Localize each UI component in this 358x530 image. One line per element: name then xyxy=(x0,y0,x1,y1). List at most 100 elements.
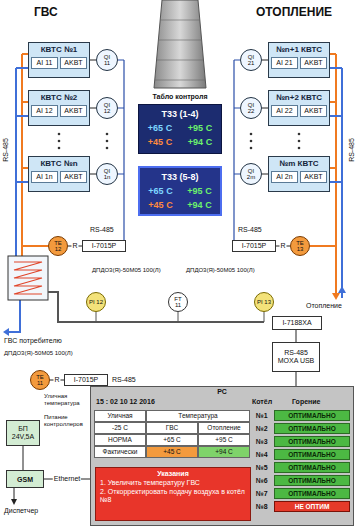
module-box: I-7015P xyxy=(232,240,276,252)
text-label: ОТОПЛЕНИЕ xyxy=(256,6,332,20)
node-text: +95 C xyxy=(182,122,218,134)
node-title: №m КВТС xyxy=(271,159,327,169)
table-cell: -25 C xyxy=(94,422,146,434)
node-text: +94 C xyxy=(182,136,218,148)
node-text: AI 11 xyxy=(31,57,58,69)
continuation-dots xyxy=(298,133,301,136)
node-title: FT 11 xyxy=(171,296,185,308)
flow-sensor: FT 11 xyxy=(168,292,188,312)
node-title: БП 24V,5A xyxy=(9,425,37,441)
node-text: AI 1n xyxy=(31,171,58,183)
text-label: Отопление xyxy=(306,302,342,310)
node-title: QI 2m xyxy=(244,168,258,180)
text-label: ДПДО3(Я)-50М05 100(Л) xyxy=(92,267,161,274)
text-label: ГВС xyxy=(34,6,58,20)
heat-exchanger xyxy=(8,256,48,300)
status-badge: НЕ ОПТИМ xyxy=(274,501,350,512)
boiler-box: КВТС №2AI 12AKBT xyxy=(28,90,90,126)
boiler-box: КВТС №1 AI 11AKBT xyxy=(28,42,90,78)
display-panel: Т33 (1-4)+65 C+95 C+45 C+94 C xyxy=(138,104,222,154)
sensor-circle: QI 11 xyxy=(96,49,118,71)
pressure-sensor: PI 12 xyxy=(86,292,106,312)
node-title: I-7015P xyxy=(92,242,117,250)
instruction-box: Указания1. Увеличить температуру ГВС2. О… xyxy=(95,467,251,521)
text-label: №3 xyxy=(256,436,268,447)
rs485-bus xyxy=(118,60,124,240)
text-label: Питание контроллеров xyxy=(44,414,88,428)
pressure-sensor: PI 13 xyxy=(254,292,274,312)
text-label: ГВС потребителю xyxy=(4,337,62,345)
chimney xyxy=(155,20,205,80)
table-cell: ГВС xyxy=(146,422,198,434)
text-label: RS-485 xyxy=(90,226,114,234)
return-pipe xyxy=(16,68,28,256)
text-label: №5 xyxy=(256,462,268,473)
continuation-dots xyxy=(58,133,61,136)
node-text: +45 C xyxy=(143,199,178,211)
node-title: PI 12 xyxy=(89,299,103,305)
boiler-box: №m КВТСAI 2nAKBT xyxy=(268,156,330,192)
node-title: QI 11 xyxy=(100,54,114,66)
node-title: Т33 (5-8) xyxy=(143,171,217,183)
node-text: AKBT xyxy=(60,57,87,69)
node-title: TE 12 xyxy=(51,240,65,252)
text-label: №1 xyxy=(256,410,268,421)
node-title: QI 21 xyxy=(244,54,258,66)
sensor-circle: QI 21 xyxy=(240,49,262,71)
text-label: 15 : 02 10 12 2016 xyxy=(96,398,155,406)
rs485-bus xyxy=(118,60,240,240)
hot-pipe xyxy=(310,245,336,247)
text-label: №2 xyxy=(256,423,268,434)
node-title: PI 13 xyxy=(257,299,271,305)
node-text: AI 21 xyxy=(271,57,298,69)
chimney xyxy=(154,0,206,88)
hot-pipe xyxy=(22,245,48,247)
instrument-link xyxy=(90,60,96,174)
node-title: QI 22 xyxy=(244,102,258,114)
text-label: RS-485 xyxy=(112,376,136,384)
node-text: AKBT xyxy=(60,105,87,117)
main-pipe xyxy=(96,312,264,322)
node-title: Указания xyxy=(100,470,246,479)
continuation-dots xyxy=(250,140,253,143)
node-text: AKBT xyxy=(300,171,327,183)
table-cell: +95 C xyxy=(198,434,250,446)
node-title: TE 13 xyxy=(293,240,307,252)
connector xyxy=(296,330,297,342)
node-text: AKBT xyxy=(300,105,327,117)
temperature-sensor: TE 11 xyxy=(30,370,50,390)
sensor-circle: QI 1n xyxy=(96,163,118,185)
hot-pipe xyxy=(22,54,336,294)
module-box: I-7015P xyxy=(64,374,108,386)
power-supply: БП 24V,5A xyxy=(6,420,40,446)
text-label: RS-485 xyxy=(348,138,356,162)
continuation-dots xyxy=(106,140,109,143)
node-title: TE 11 xyxy=(33,374,47,386)
pipe-arrow xyxy=(332,293,340,300)
node-title: QI 1n xyxy=(100,168,114,180)
text-label: Уличная температура xyxy=(44,393,88,407)
return-pipe xyxy=(8,300,20,332)
temperature-sensor: TE 12 xyxy=(48,236,68,256)
module-box: I-7015P xyxy=(82,240,126,252)
continuation-dots xyxy=(250,147,253,150)
text-label: RS-485 xyxy=(2,138,10,162)
text-label: Диспетчер xyxy=(4,507,38,515)
node-title: I-7015P xyxy=(74,376,99,384)
text-label: №4 xyxy=(256,449,268,460)
continuation-dots xyxy=(58,140,61,143)
connector-label: Ethernet xyxy=(53,475,81,483)
pipe-arrow xyxy=(338,286,346,293)
text-label: №7 xyxy=(256,488,268,499)
hot-pipe xyxy=(22,54,28,256)
node-title: №n+1 КВТС xyxy=(271,45,327,55)
text-label: ДПДО3(Я)-50М05 100(Л) xyxy=(4,350,73,357)
dispatcher-link xyxy=(11,488,17,505)
node-text: +95 C xyxy=(182,185,217,197)
text-label: RS-485 xyxy=(238,226,262,234)
instrument-link xyxy=(90,60,268,174)
status-badge: ОПТИМАЛЬНО xyxy=(274,475,350,486)
status-badge: ОПТИМАЛЬНО xyxy=(274,423,350,434)
node-title: КВТС №1 xyxy=(31,45,87,55)
